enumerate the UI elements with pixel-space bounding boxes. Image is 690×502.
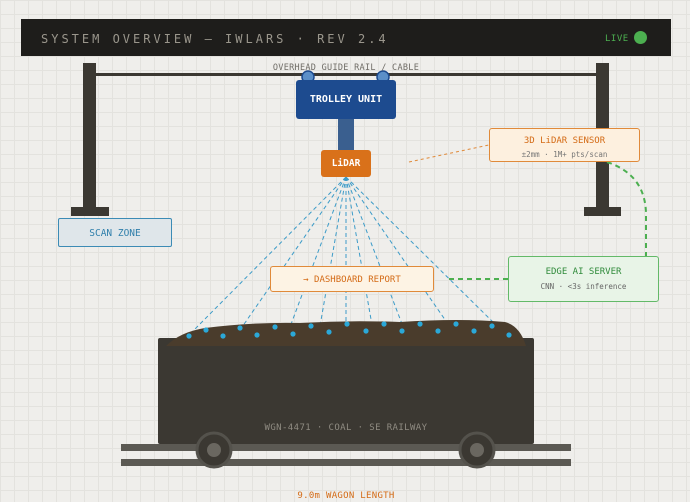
sensor-callout-line — [408, 144, 490, 163]
scan-beam — [345, 176, 499, 328]
wagon-length-label: 9.0m WAGON LENGTH — [297, 491, 395, 501]
scan-beam — [345, 176, 449, 325]
wheel-right-hub — [470, 443, 484, 457]
sensor-to-ai-link — [606, 161, 647, 256]
scan-point — [220, 333, 226, 339]
scan-point — [308, 323, 314, 329]
scan-point — [203, 327, 209, 333]
live-status-indicator-icon — [634, 31, 647, 44]
rail-label: OVERHEAD GUIDE RAIL / CABLE — [272, 63, 420, 73]
guide-rail — [95, 73, 597, 76]
edge-ai-server-box: EDGE AI SERVER CNN · <3s inference — [508, 256, 659, 302]
scan-point — [326, 329, 332, 335]
dashboard-report-box: → DASHBOARD REPORT — [270, 266, 434, 292]
left-post — [83, 63, 96, 208]
scan-beam — [345, 176, 403, 325]
lidar-unit: LiDAR — [321, 150, 371, 177]
page-title: SYSTEM OVERVIEW — IWLARS · REV 2.4 — [41, 32, 389, 46]
scan-beam — [289, 176, 347, 328]
wheel-left-hub — [207, 443, 221, 457]
point-cloud — [186, 321, 512, 339]
trolley-stem — [338, 118, 354, 150]
scan-beam — [319, 176, 347, 327]
scan-point — [237, 325, 243, 331]
trolley-unit: TROLLEY UNIT — [296, 80, 396, 119]
scan-point — [506, 332, 512, 338]
scan-point — [363, 328, 369, 334]
track-rail-lower — [121, 459, 571, 466]
scan-zone-label: SCAN ZONE — [58, 218, 172, 247]
scan-beams — [191, 176, 499, 333]
scan-point — [453, 321, 459, 327]
scan-point — [186, 333, 192, 339]
lidar-sensor-spec: ±2mm · 1M+ pts/scan — [521, 150, 608, 159]
left-post-base — [71, 207, 109, 216]
scan-point — [344, 321, 350, 327]
scan-point — [489, 323, 495, 329]
scan-beam — [239, 176, 347, 331]
lidar-sensor-title: 3D LiDAR SENSOR — [523, 136, 606, 146]
scan-beam — [191, 176, 347, 333]
live-status-label: LIVE — [605, 34, 629, 44]
scan-point — [381, 321, 387, 327]
lidar-sensor-callout: 3D LiDAR SENSOR ±2mm · 1M+ pts/scan — [489, 128, 640, 162]
scan-point — [272, 324, 278, 330]
wagon-id-label: WGN-4471 · COAL · SE RAILWAY — [264, 423, 428, 433]
scan-point — [435, 328, 441, 334]
track-rail-upper — [121, 444, 571, 451]
scan-point — [399, 328, 405, 334]
coal-load — [166, 320, 526, 346]
scan-point — [254, 332, 260, 338]
scan-point — [471, 328, 477, 334]
scan-point — [417, 321, 423, 327]
right-post-base — [584, 207, 621, 216]
edge-ai-spec: CNN · <3s inference — [540, 282, 627, 291]
wagon-body — [158, 338, 534, 444]
header-bar: SYSTEM OVERVIEW — IWLARS · REV 2.4 LIVE — [21, 19, 671, 56]
scan-point — [290, 331, 296, 337]
edge-ai-title: EDGE AI SERVER — [545, 267, 622, 277]
